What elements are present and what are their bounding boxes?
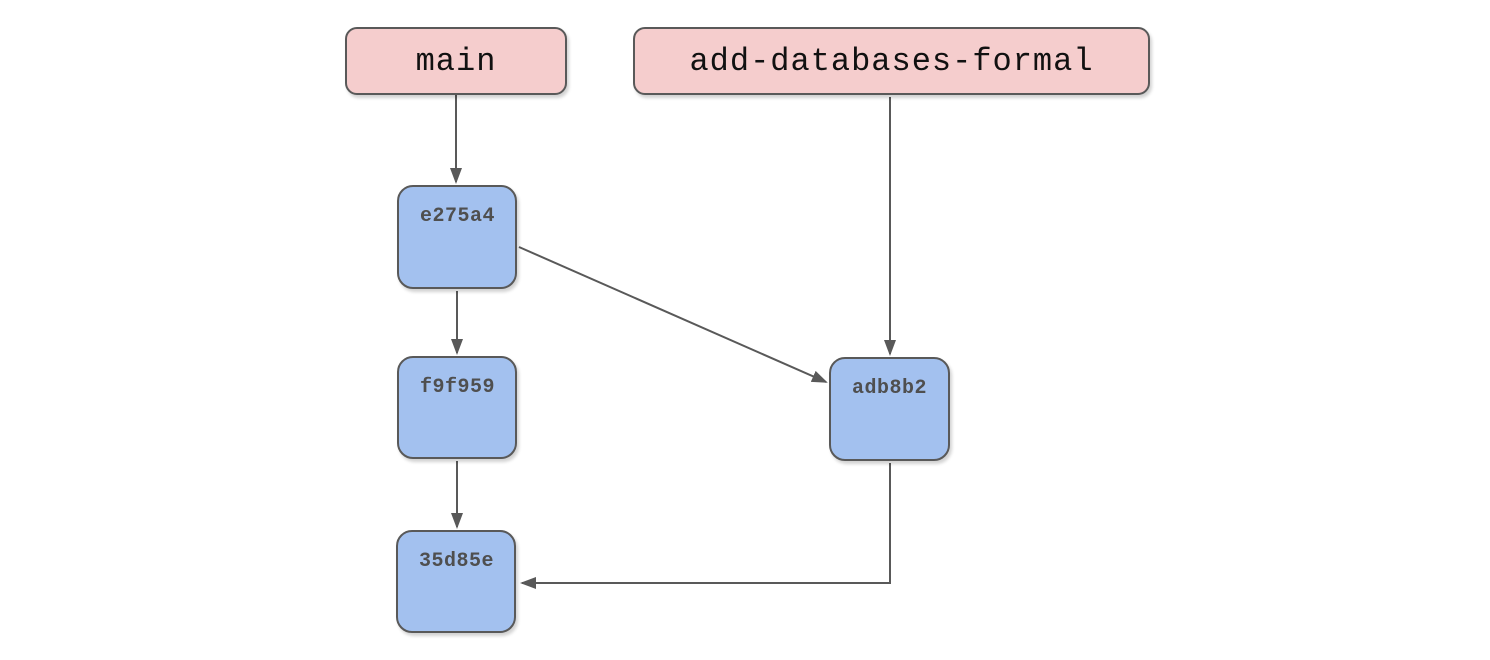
commit-node-adb8b2: adb8b2 [829,357,950,461]
commit-node-e275a4: e275a4 [397,185,517,289]
edge-e275a4-to-adb8b2 [518,246,828,383]
branch-label-add-databases-formal: add-databases-formal [633,27,1150,95]
branch-label-main: main [345,27,567,95]
commit-node-35d85e: 35d85e [396,530,516,633]
commit-node-f9f959: f9f959 [397,356,517,459]
edge-adb8b2-to-35d85e [520,463,891,589]
